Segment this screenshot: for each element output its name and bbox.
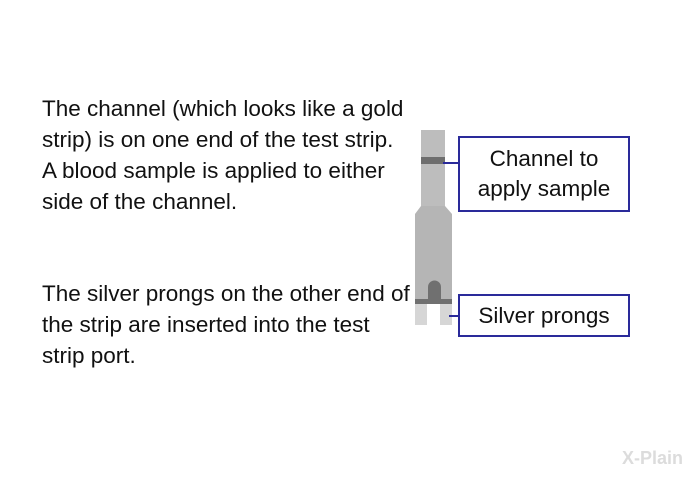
strip-body (415, 206, 452, 302)
strip-top (421, 130, 445, 208)
callout-channel: Channel to apply sample (458, 136, 630, 212)
channel-band (421, 157, 445, 164)
paragraph-channel: The channel (which looks like a gold str… (42, 96, 404, 214)
callout-prongs: Silver prongs (458, 294, 630, 337)
xplain-logo: X-Plain (622, 448, 684, 468)
paragraph-prongs: The silver prongs on the other end of th… (42, 281, 410, 368)
channel-connector (443, 162, 459, 164)
prong-band (415, 299, 452, 304)
prongs-connector (449, 315, 459, 317)
prong-right (440, 304, 452, 325)
prong-contact (428, 280, 441, 302)
prong-left (415, 304, 427, 325)
